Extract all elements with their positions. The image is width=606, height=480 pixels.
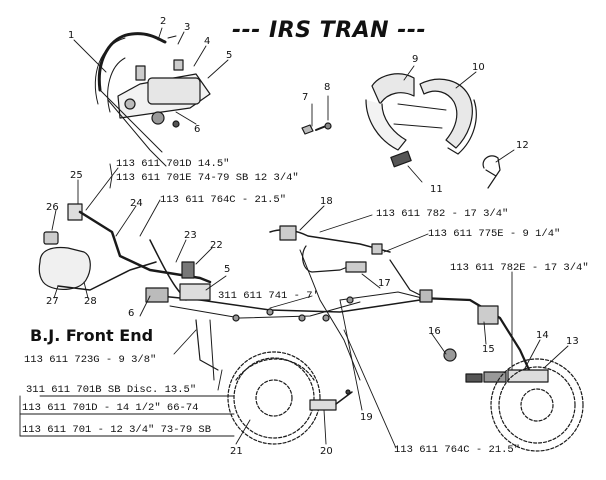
part-label-311-611-701b: 311 611 701B SB Disc. 13.5" <box>26 384 197 396</box>
callout-3: 3 <box>184 22 191 33</box>
callout-20: 20 <box>320 446 333 457</box>
callout-5-mid: 5 <box>224 264 231 275</box>
callout-2: 2 <box>160 16 167 27</box>
part-label-113-611-782e: 113 611 782E - 17 3/4" <box>450 262 589 274</box>
callout-10: 10 <box>472 62 485 73</box>
master-cylinder-group <box>94 32 211 167</box>
callout-16: 16 <box>428 326 441 337</box>
callout-11: 11 <box>430 184 443 195</box>
callout-5-top: 5 <box>226 50 233 61</box>
callout-17: 17 <box>378 278 391 289</box>
callout-19: 19 <box>360 412 373 423</box>
callout-22: 22 <box>210 240 223 251</box>
callout-13: 13 <box>566 336 579 347</box>
rear-wheel-cylinder <box>443 348 549 383</box>
callout-6-mid: 6 <box>128 308 135 319</box>
part-label-113-611-701e: 113 611 701E 74-79 SB 12 3/4" <box>116 172 299 184</box>
label-brackets <box>19 163 235 437</box>
callout-1: 1 <box>68 30 75 41</box>
callout-14: 14 <box>536 330 549 341</box>
brake-shoes <box>365 73 477 168</box>
callout-25: 25 <box>70 170 83 181</box>
right-backing-plate <box>490 358 584 452</box>
callout-15: 15 <box>482 344 495 355</box>
part-label-113-611-701d: 113 611 701D 14.5" <box>116 158 230 170</box>
part-label-113-611-701-73-79: 113 611 701 - 12 3/4" 73-79 SB <box>22 424 212 436</box>
part-label-113-611-723g: 113 611 723G - 9 3/8" <box>24 354 157 366</box>
diagram-title: --- IRS TRAN --- <box>232 18 427 43</box>
part-label-113-611-764c-upper: 113 611 764C - 21.5" <box>160 194 287 206</box>
callout-24: 24 <box>130 198 143 209</box>
callout-6-top: 6 <box>194 124 201 135</box>
part-label-113-611-764c-lower: 113 611 764C - 21.5" <box>394 444 521 456</box>
callout-23: 23 <box>184 230 197 241</box>
callout-26: 26 <box>46 202 59 213</box>
retaining-clip <box>482 155 501 189</box>
callout-4: 4 <box>204 36 211 47</box>
part-label-311-611-741: 311 611 741 - 7' <box>218 290 319 302</box>
part-label-113-611-782: 113 611 782 - 17 3/4" <box>376 208 509 220</box>
part-label-113-611-701d-66-74: 113 611 701D - 14 1/2" 66-74 <box>22 402 199 414</box>
brake-line-network <box>145 225 532 381</box>
fluid-reservoir <box>38 203 212 291</box>
callout-27: 27 <box>46 296 59 307</box>
callout-9: 9 <box>412 54 419 65</box>
callout-21: 21 <box>230 446 243 457</box>
callout-7: 7 <box>302 92 309 103</box>
section-label-bj-front-end: B.J. Front End <box>30 326 154 345</box>
callout-12: 12 <box>516 140 529 151</box>
front-wheel-cylinder <box>309 389 353 411</box>
callout-18: 18 <box>320 196 333 207</box>
leader-lines <box>51 27 569 449</box>
callout-8: 8 <box>324 82 331 93</box>
callout-28: 28 <box>84 296 97 307</box>
bleeder-fittings <box>301 122 332 135</box>
left-backing-plate <box>227 351 321 445</box>
part-label-113-611-775e: 113 611 775E - 9 1/4" <box>428 228 561 240</box>
